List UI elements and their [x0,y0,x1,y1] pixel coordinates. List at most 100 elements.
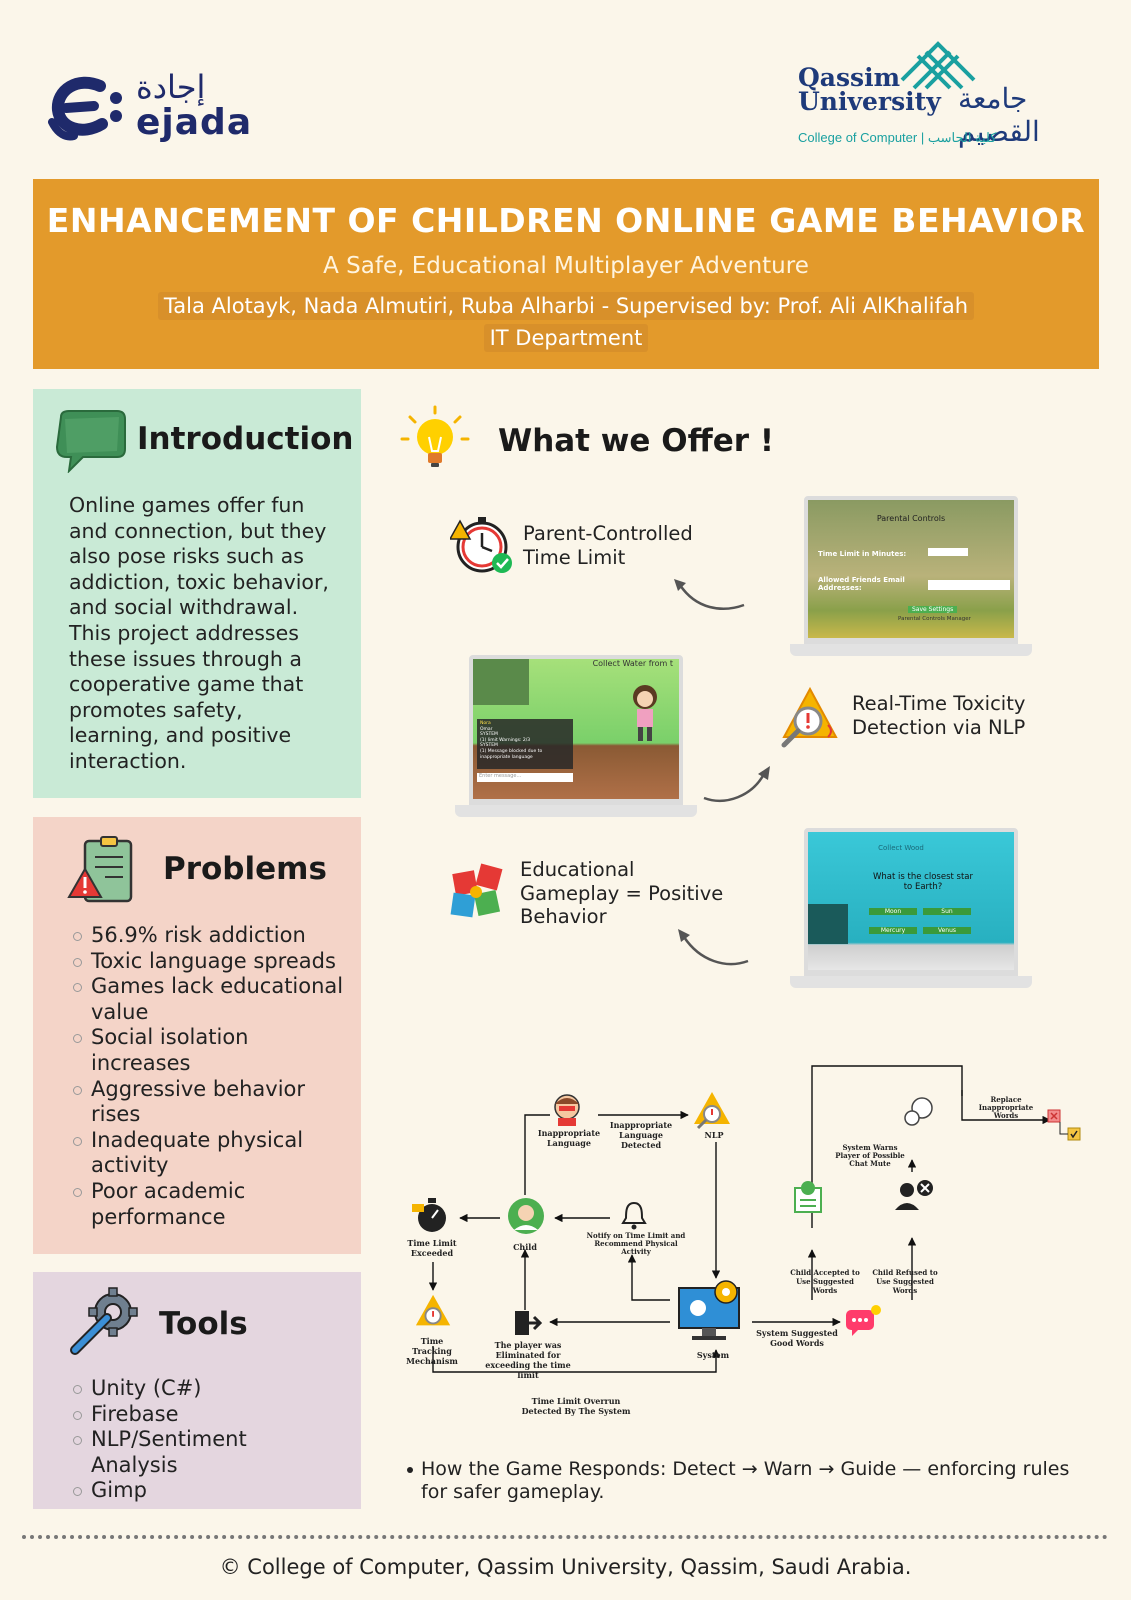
clipboard-warning-icon [67,836,133,903]
ejada-arabic-name: إجادة [136,68,206,106]
quiz-options: Moon SunMercury Venus [866,898,980,936]
chat-input[interactable]: Enter message... [477,773,573,782]
time-limit-label: Time Limit in Minutes: [818,550,907,558]
feature-educational: Educational Gameplay = Positive Behavior [520,858,724,928]
flow-language-detected: Inappropriate Language Detected [609,1120,673,1150]
list-item: Poor academic performance [71,1179,351,1230]
curved-arrow-icon [674,579,745,610]
flow-notify: Notify on Time Limit and Recommend Physi… [586,1231,686,1256]
child-avatar-icon [508,1198,544,1234]
parental-title: Parental Controls [876,514,946,523]
list-item: Toxic language spreads [71,949,351,975]
flow-time-tracking: Time Tracking Mechanism [406,1336,458,1366]
parental-manager-label: Parental Controls Manager [898,616,971,622]
list-item: 56.9% risk addiction [71,923,351,949]
problems-title: Problems [163,851,327,887]
qu-english-name: Qassim University [798,63,941,116]
flow-connectors [428,1065,1051,1373]
list-item: Firebase [71,1402,331,1428]
list-item: NLP/Sentiment Analysis [71,1427,331,1478]
quiz-header: Collect Wood [878,844,924,852]
poster-title: ENHANCEMENT OF CHILDREN ONLINE GAME BEHA… [46,201,1086,240]
footer-divider [22,1535,1108,1539]
ejada-english-name: ejada [136,102,253,143]
offer-title: What we Offer ! [498,423,774,459]
flow-child-refused: Child Refused to Use Suggested Words [872,1268,938,1295]
lightbulb-icon [400,405,470,467]
quiz-laptop: Collect Wood What is the closest star to… [790,828,1032,988]
flow-system-warns: System Warns Player of Possible Chat Mut… [835,1143,905,1168]
problems-panel: Problems 56.9% risk addiction Toxic lang… [33,817,361,1254]
curved-arrow-icon [678,929,749,966]
suggestion-bubble-icon [846,1305,881,1336]
authors: Tala Alotayk, Nada Almutiri, Ruba Alharb… [157,292,975,320]
angry-child-icon [554,1094,580,1126]
list-item: Gimp [71,1478,331,1504]
ejada-logo: إجادة ejada [48,66,251,146]
list-item: Aggressive behavior rises [71,1077,351,1128]
quiz-option[interactable]: Moon [869,908,917,915]
chat-header: Collect Water from t [592,659,673,668]
feature-toxicity: Real-Time Toxicity Detection via NLP [852,692,1026,739]
flow-player-eliminated: The player was Eliminated for exceeding … [485,1340,571,1380]
tracking-alert-icon [415,1294,451,1326]
flow-time-limit-exceeded: Time Limit Exceeded [407,1238,457,1258]
mute-user-icon [895,1180,933,1210]
bell-icon [621,1201,647,1230]
chat-log: Nora Omar SYSTEM (1) limit Warnings: 2/3… [477,719,573,769]
department: IT Department [483,324,649,352]
response-flow-diagram: Inappropriate Language Inappropriate Lan… [400,1060,1120,1430]
allowed-friends-label: Allowed Friends Email Addresses: [818,576,905,592]
curved-arrow-icon [703,766,770,802]
list-item: Unity (C#) [71,1376,331,1402]
flow-replace-words: Replace Inappropriate Words [978,1095,1034,1120]
chat-warning-icon [904,1097,933,1126]
stopwatch-icon [412,1198,446,1232]
tools-list: Unity (C#) Firebase NLP/Sentiment Analys… [71,1376,331,1504]
speech-bubble-icon [55,410,126,473]
alert-magnifier-icon [781,686,838,748]
ejada-mark-icon [48,76,122,141]
save-settings-button[interactable]: Save Settings [908,606,958,613]
flow-child-accepted: Child Accepted to Use Suggested Words [790,1268,860,1295]
introduction-title: Introduction [137,421,354,457]
time-limit-input[interactable] [928,548,968,556]
flow-child: Child [513,1242,537,1252]
puzzle-icon [450,863,503,918]
system-monitor-icon [678,1280,740,1340]
quiz-question: What is the closest star to Earth? [873,872,973,892]
character-icon [633,685,657,741]
wrench-gear-icon [70,1287,138,1355]
qu-arabic-name: جامعة القصيم [958,82,1040,148]
qu-college: College of Computer | كلية الحاسب [798,130,997,145]
tools-title: Tools [159,1306,248,1342]
flow-system: System [696,1350,730,1360]
flow-nlp: NLP [704,1130,724,1140]
tools-panel: Tools Unity (C#) Firebase NLP/Sentiment … [33,1272,361,1509]
replace-words-icon [1047,1109,1081,1141]
flow-suggested-words: System Suggested Good Words [756,1328,838,1348]
quiz-option[interactable]: Venus [923,927,971,934]
poster-subtitle: A Safe, Educational Multiplayer Adventur… [323,253,809,279]
friends-input[interactable] [928,580,1010,590]
problems-list: 56.9% risk addiction Toxic language spre… [71,923,351,1230]
accepted-words-icon [794,1181,822,1213]
introduction-panel: Introduction Online games offer fun and … [33,389,361,798]
list-item: Games lack educational value [71,974,351,1025]
list-item: Social isolation increases [71,1025,351,1076]
flow-inappropriate-language: Inappropriate Language [537,1128,601,1148]
feature-time-limit: Parent-Controlled Time Limit [523,522,693,569]
nlp-alert-icon [694,1092,730,1130]
quiz-option[interactable]: Mercury [869,927,917,934]
response-summary: How the Game Responds: Detect → Warn → G… [405,1458,1075,1504]
flow-overrun: Time Limit Overrun Detected By The Syste… [521,1396,631,1416]
title-banner: ENHANCEMENT OF CHILDREN ONLINE GAME BEHA… [33,179,1099,369]
chat-laptop: Collect Water from t Nora Omar SYSTEM (1… [455,655,697,817]
quiz-option[interactable]: Sun [923,908,971,915]
stopwatch-check-icon [450,517,512,573]
exit-door-icon [515,1311,542,1335]
qassim-university-logo: Qassim University جامعة القصيم College o… [798,40,1098,155]
introduction-text: Online games offer fun and connection, b… [69,493,329,773]
parental-controls-laptop: Parental Controls Time Limit in Minutes:… [790,496,1032,656]
footer-text: © College of Computer, Qassim University… [219,1555,912,1579]
